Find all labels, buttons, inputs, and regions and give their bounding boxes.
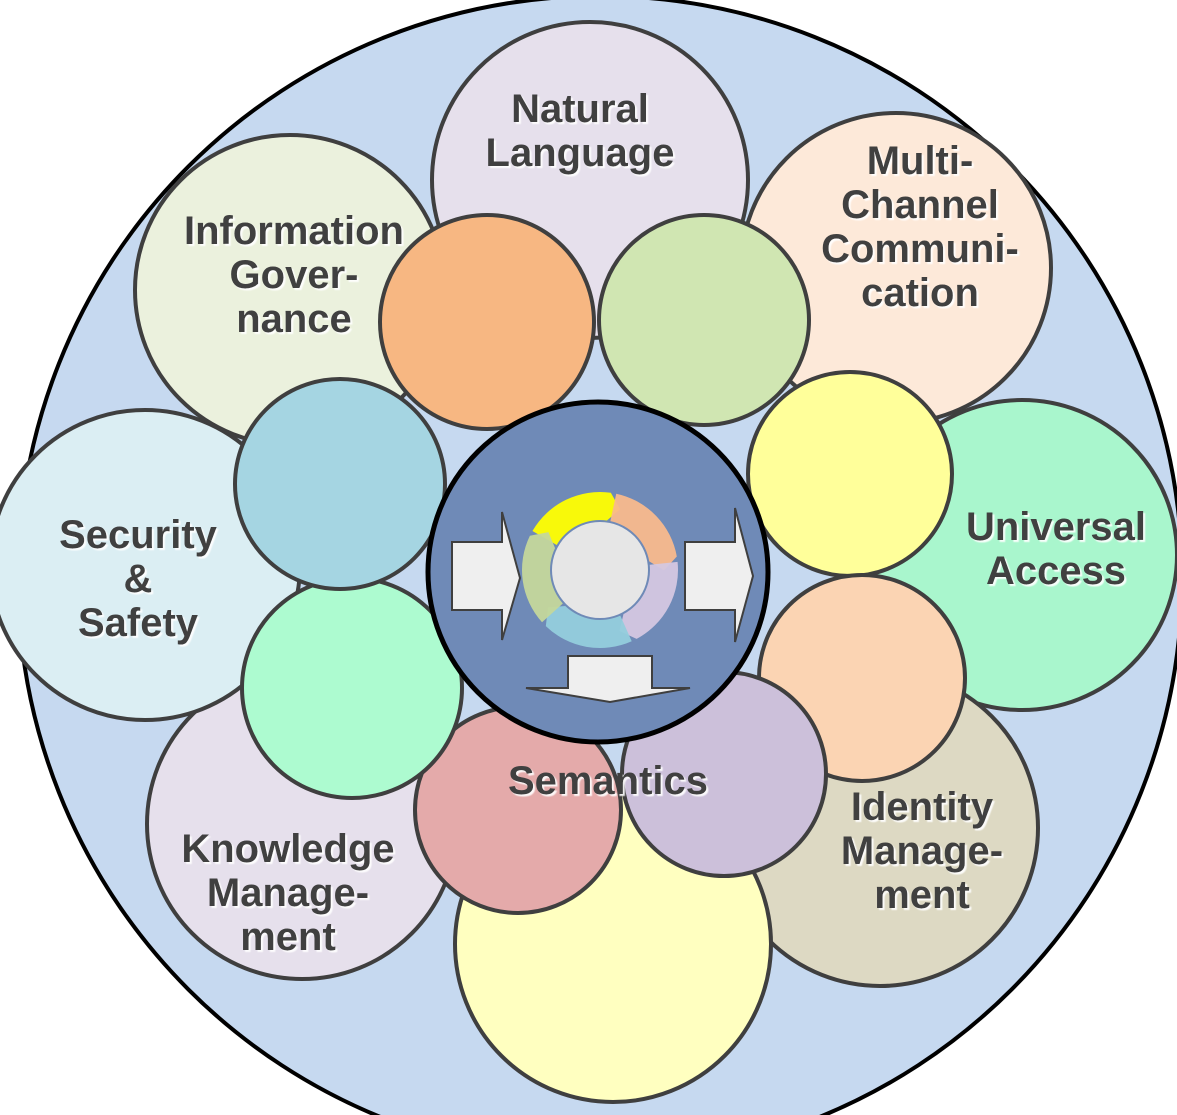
petal-label-line: Manage- <box>841 829 1003 873</box>
petal-label-security-safety: Security&Safety <box>59 513 218 645</box>
petal-label-line: Manage- <box>207 871 369 915</box>
connector-yellow <box>746 370 954 578</box>
petal-label-line: cation <box>861 271 979 315</box>
connector-mint <box>240 576 464 800</box>
cycle-segment <box>545 605 632 649</box>
petal-label-line: Semantics <box>508 759 708 803</box>
petal-label-line: Universal <box>966 505 1146 549</box>
connector-orange <box>378 213 596 431</box>
petal-label-line: Natural <box>511 87 649 131</box>
petal-label-semantics: Semantics <box>508 759 708 803</box>
petal-label-line: Channel <box>841 183 999 227</box>
cycle-core <box>552 522 648 618</box>
output-arrow-icon <box>684 507 755 643</box>
input-arrow-icon <box>451 511 522 641</box>
down-arrow-icon <box>525 655 691 704</box>
petal-label-line: & <box>124 557 153 601</box>
cycle-segment <box>610 493 677 571</box>
petal-label-line: Knowledge <box>181 827 394 871</box>
petal-label-line: Safety <box>78 601 199 645</box>
connector-teal <box>233 377 447 591</box>
cycle-segment <box>619 561 678 639</box>
central-hub <box>425 399 771 745</box>
petal-label-line: Information <box>184 209 404 253</box>
petal-label-line: Security <box>59 513 218 557</box>
cycle-segment <box>532 492 621 545</box>
petal-label-line: Multi- <box>867 139 974 183</box>
petal-label-line: Language <box>486 131 675 175</box>
connector-green <box>597 213 811 427</box>
petal-label-line: ment <box>874 873 970 917</box>
cycle-segment <box>522 532 563 623</box>
cycle-icon <box>522 492 678 649</box>
petal-label-line: nance <box>236 297 352 341</box>
petal-label-line: Identity <box>851 785 994 829</box>
petal-label-line: ment <box>240 915 336 959</box>
petal-label-line: Communi- <box>821 227 1019 271</box>
petal-label-line: Access <box>986 549 1126 593</box>
petal-label-line: Gover- <box>230 253 359 297</box>
